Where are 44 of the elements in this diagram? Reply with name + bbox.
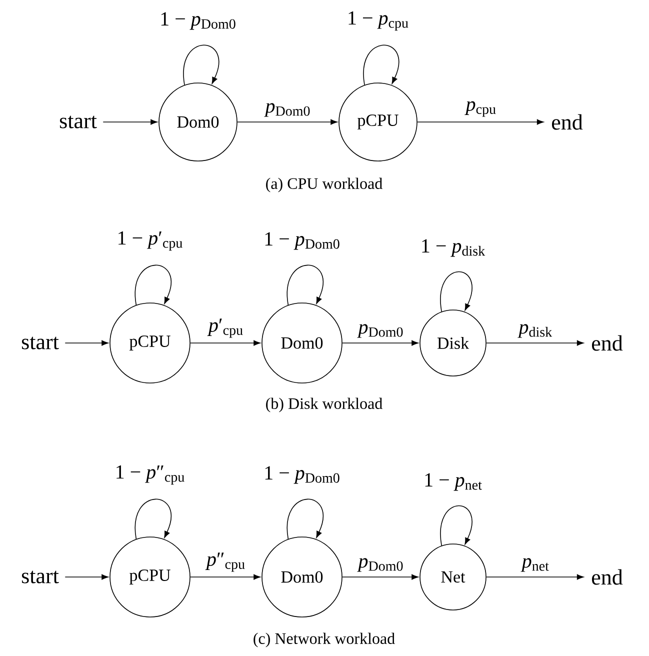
edge-label: 1 − p″$_{cpu}$ [114,464,186,486]
edge-label: p$_{Dom0}$ [264,102,312,118]
terminal-text: end [552,114,583,130]
loop-arrow [440,505,472,546]
loop-arrow [183,44,220,86]
edge-label: p$_{Dom0}$ [357,557,405,573]
terminal-text: start [60,116,97,128]
arrow [102,119,158,125]
edge-label: 1 − p$_{disk}$ [419,238,487,258]
loop-arrow [363,44,400,86]
caption: (b) Disk workload [266,398,382,412]
loop-arrow [286,498,324,540]
caption: (a) CPU workload [266,178,382,192]
edge-label: p′$_{cpu}$ [207,318,245,339]
arrow [190,574,260,580]
edge-label: 1 − p′$_{cpu}$ [116,230,184,252]
loop-arrow [286,264,324,306]
edge-label: 1 − p$_{Dom0}$ [158,11,238,31]
loop-arrow [134,498,172,540]
arrow [64,574,108,580]
terminal-text: start [22,336,59,350]
arrow [64,340,108,346]
arrow [486,340,584,346]
caption: (c) Network workload [254,632,395,648]
arrow [190,340,260,346]
edge-label: 1 − p$_{Dom0}$ [262,465,342,485]
edge-label: p$_{cpu}$ [464,100,498,118]
loop-arrow [440,271,472,312]
terminal-text: end [592,569,623,585]
arrow [417,119,544,125]
arrow [342,340,418,346]
edge-label: 1 − p$_{Dom0}$ [262,231,342,251]
arrow [237,119,338,125]
edge-label: p″$_{cpu}$ [205,552,247,573]
terminal-text: start [22,570,59,584]
loop-arrow [134,264,172,306]
terminal-text: end [592,335,623,351]
edge-label: p$_{Dom0}$ [357,323,405,339]
arrow [342,574,418,580]
edge-label: p$_{net}$ [520,557,550,573]
edge-label: 1 − p$_{net}$ [422,472,484,492]
arrow [486,574,584,580]
edge-label: 1 − p$_{cpu}$ [346,10,410,32]
edge-label: p$_{disk}$ [518,323,554,339]
